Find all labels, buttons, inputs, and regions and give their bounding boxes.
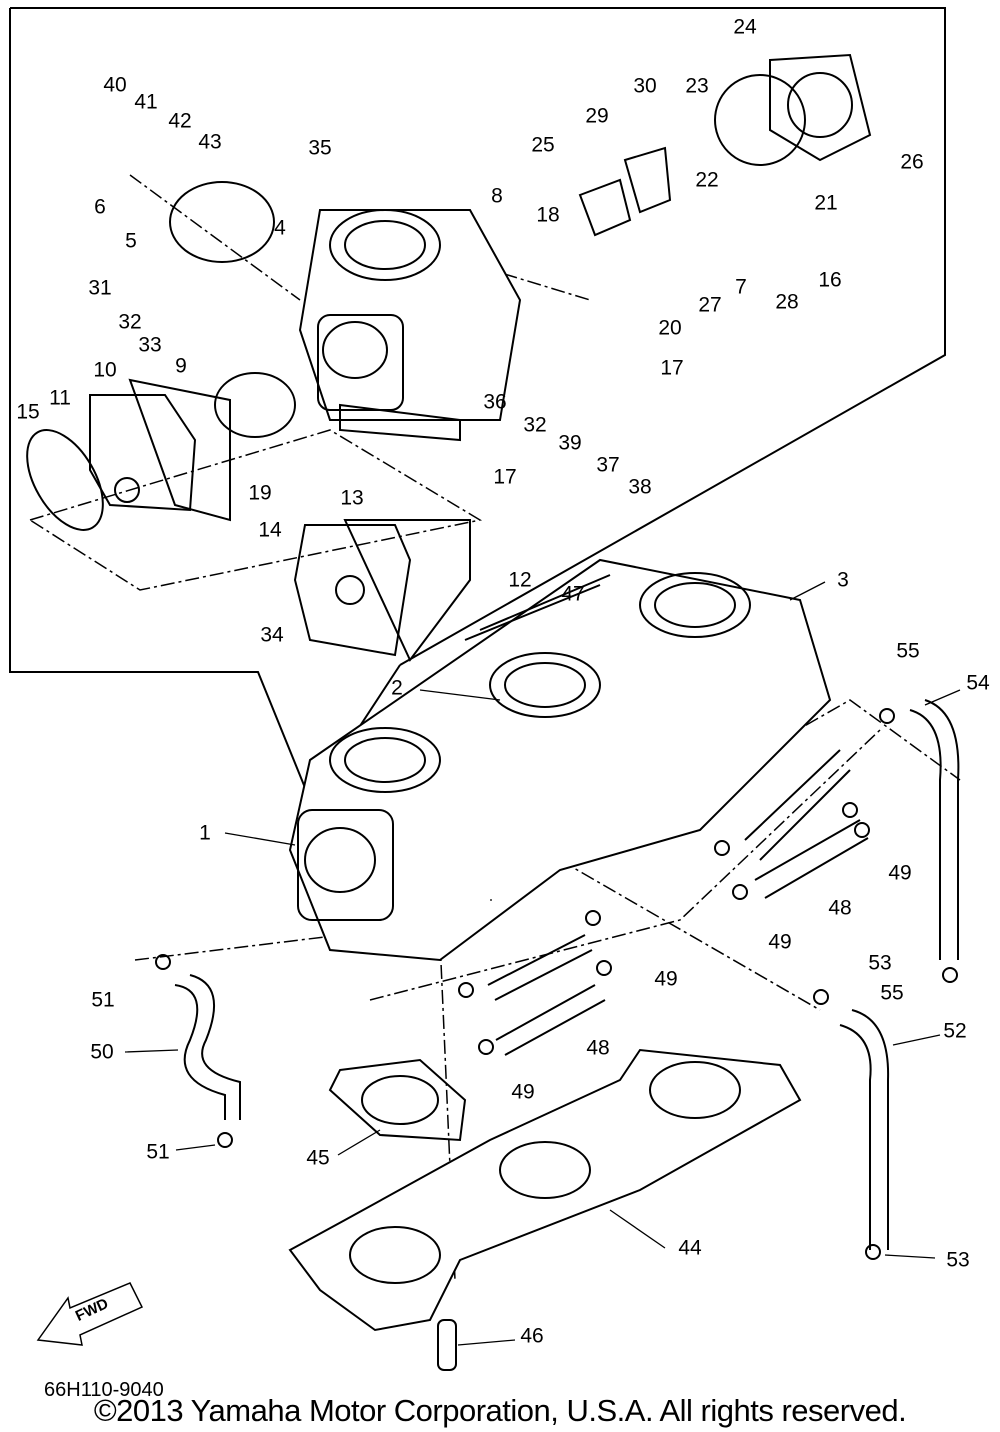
callout-label: 41 [134,90,158,114]
callout-label: 5 [125,229,137,253]
copyright-notice: ©2013 Yamaha Motor Corporation, U.S.A. A… [93,1393,907,1428]
carburetor-bank [288,558,832,962]
callout-label: 19 [248,481,272,505]
callout-label: 6 [94,195,106,219]
callout-label: 20 [658,316,682,340]
callout-label: 36 [483,390,507,414]
part-29 [623,146,672,214]
callout-label: 8 [491,184,503,208]
callout-label: 49 [654,967,678,991]
callout-label: 47 [561,582,585,606]
callout-label: 32 [523,413,547,437]
callout-label: 53 [946,1248,970,1272]
callout-label: 37 [596,453,620,477]
diaphragm-23 [714,74,806,166]
callout-label: 14 [258,518,282,542]
callout-label: 11 [49,386,71,410]
callout-label: 46 [520,1324,544,1348]
gasket-25 [578,178,632,237]
callout-label: 24 [733,15,757,39]
callout-label: 16 [818,268,842,292]
callout-label: 22 [695,168,719,192]
callout-label: 7 [735,275,747,299]
callout-label: 40 [103,73,127,97]
fwd-arrow [36,1282,144,1346]
callout-label: 54 [966,671,990,695]
callout-label: 13 [340,486,364,510]
callout-label: 31 [88,276,112,300]
callout-label: 3 [837,568,849,592]
leader-lines [124,581,961,1346]
callout-label: 26 [900,150,924,174]
cover-24 [769,53,872,162]
callout-label: 42 [168,109,192,133]
callout-label: 27 [698,293,722,317]
callout-label: 29 [585,104,609,128]
callout-label: 30 [633,74,657,98]
callout-label: 25 [531,133,555,157]
callout-label: 17 [660,356,684,380]
callout-label: 12 [508,568,532,592]
callout-label: 10 [93,358,117,382]
callout-label: 49 [888,861,912,885]
inset-carburetor [298,209,522,442]
callout-label: 49 [511,1080,535,1104]
callout-label: 32 [118,310,142,334]
callout-label: 15 [16,400,40,424]
callout-label: 51 [91,988,115,1012]
callout-label: 49 [768,930,792,954]
callout-label: 35 [308,136,332,160]
callout-label: 48 [586,1036,610,1060]
bolt-46 [437,1319,457,1371]
callout-label: 44 [678,1236,702,1260]
callout-label: 33 [138,333,162,357]
callout-label: 43 [198,130,222,154]
callout-label: 52 [943,1019,967,1043]
callout-label: 34 [260,623,284,647]
callout-label: 38 [628,475,652,499]
callout-label: 9 [175,354,187,378]
callout-label: 50 [90,1040,114,1064]
callout-label: 18 [536,203,560,227]
callout-label: 4 [274,216,286,240]
callout-label: 17 [493,465,517,489]
callout-label: 2 [391,676,403,700]
callout-label: 55 [896,639,920,663]
callout-label: 39 [558,431,582,455]
callout-label: 53 [868,951,892,975]
callout-label: 1 [199,821,211,845]
callout-label: 55 [880,981,904,1005]
o-ring-15 [26,429,104,531]
callout-label: 28 [775,290,799,314]
part-number: 66H110-9040 [44,1379,164,1401]
hose-clamps [155,708,958,1260]
callout-label: 48 [828,896,852,920]
callout-label: 45 [306,1146,330,1170]
gasket-45 [328,1058,467,1142]
plate-9 [214,372,296,438]
callout-label: 21 [814,191,838,215]
callout-label: 23 [685,74,709,98]
hoses [174,699,960,1250]
cover-13-14 [293,524,412,657]
intake-manifold-44 [288,1048,802,1332]
callout-label: 51 [146,1140,170,1164]
diaphragm-plate [169,181,275,263]
